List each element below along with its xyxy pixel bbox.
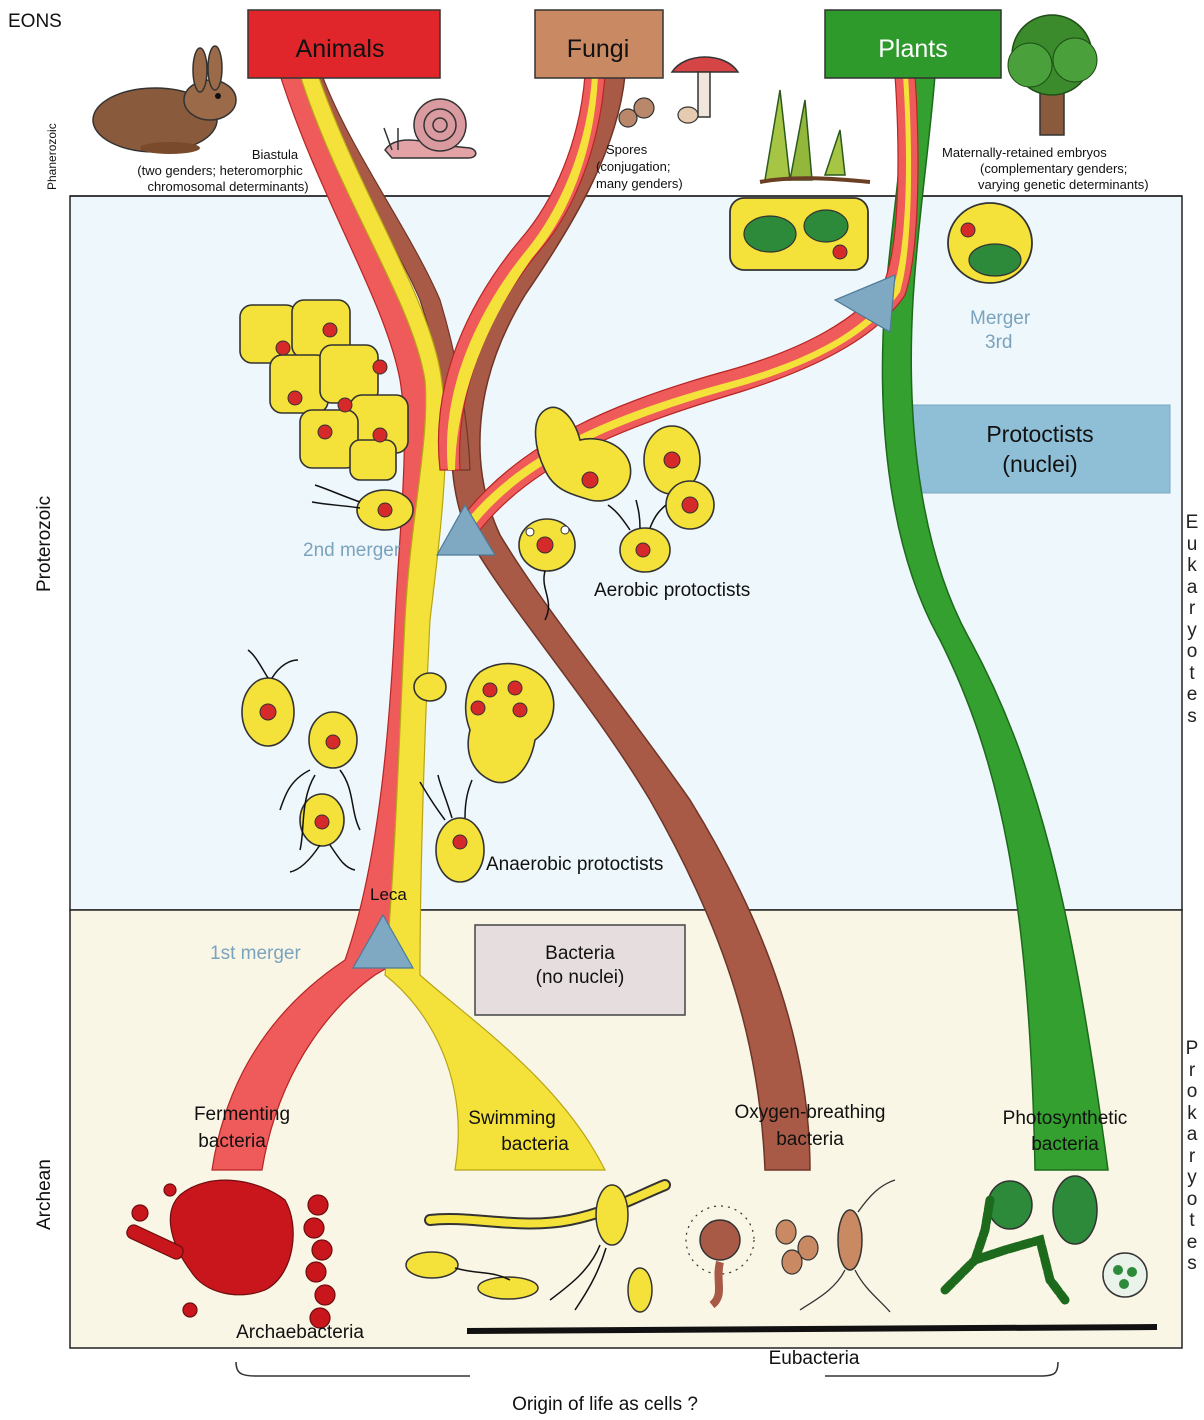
third-merger-label-line1: Merger	[970, 308, 1031, 329]
bacteria-box-line2: (no nuclei)	[536, 967, 625, 988]
eubacteria-bar	[467, 1327, 1157, 1331]
eukaryotes-label: E u k a r y o t e s	[1182, 512, 1202, 727]
protoctists-box-line2: (nuclei)	[1002, 451, 1077, 477]
fungi-note: Spores (conjugation; many genders)	[596, 142, 683, 191]
animals-note-line1: Biastula	[252, 147, 299, 162]
animals-note-line2: (two genders; heteromorphic	[137, 163, 303, 178]
photosynthetic-label-line2: bacteria	[1031, 1134, 1099, 1155]
archaebacteria-label: Archaebacteria	[236, 1322, 364, 1343]
archean-label: Archean	[34, 1159, 55, 1230]
proterozoic-label: Proterozoic	[34, 496, 55, 592]
plants-note-line1: Maternally-retained embryos	[942, 145, 1107, 160]
fungi-title: Fungi	[567, 35, 630, 63]
plants-note: Maternally-retained embryos (complementa…	[942, 145, 1149, 192]
tree-illustration	[1008, 15, 1097, 135]
plants-note-line3: varying genetic determinants)	[978, 177, 1149, 192]
anaerobic-protoctists-label: Anaerobic protoctists	[486, 854, 663, 875]
fungi-note-line3: many genders)	[596, 176, 683, 191]
oxygen-label-line1: Oxygen-breathing	[734, 1102, 885, 1123]
swimming-label-line2: bacteria	[501, 1134, 569, 1155]
animals-note-line3: chromosomal determinants)	[147, 179, 308, 194]
swimming-label-line1: Swimming	[468, 1108, 556, 1129]
oxygen-label-line2: bacteria	[776, 1129, 844, 1150]
aerobic-protoctists-label: Aerobic protoctists	[594, 580, 750, 601]
fermenting-label-line1: Fermenting	[194, 1104, 290, 1125]
fungi-note-line1: Spores	[606, 142, 648, 157]
leca-label: Leca	[370, 885, 407, 904]
fungi-note-line2: (conjugation;	[596, 159, 670, 174]
plants-note-line2: (complementary genders;	[980, 161, 1127, 176]
bacteria-box-line1: Bacteria	[545, 943, 615, 964]
fermenting-label-line2: bacteria	[198, 1131, 266, 1152]
third-merger-label-line2: 3rd	[985, 332, 1012, 353]
rabbit-illustration	[93, 46, 236, 154]
plants-title: Plants	[878, 35, 947, 63]
snail-illustration	[384, 99, 476, 158]
eubacteria-label: Eubacteria	[769, 1348, 860, 1369]
animals-note: Biastula (two genders; heteromorphic chr…	[137, 147, 308, 194]
protoctists-box-line1: Protoctists	[986, 421, 1093, 447]
origin-bracket	[236, 1362, 1058, 1376]
prokaryotes-label: P r o k a r y o t e s	[1182, 1038, 1202, 1275]
first-merger-label: 1st merger	[210, 943, 301, 964]
photosynthetic-label-line1: Photosynthetic	[1003, 1108, 1128, 1129]
grass-illustration	[760, 90, 870, 182]
protoctists-box	[910, 405, 1170, 493]
second-merger-label: 2nd merger	[303, 540, 401, 561]
animals-title: Animals	[296, 35, 385, 63]
eons-label: EONS	[8, 11, 62, 32]
origin-label: Origin of life as cells ?	[512, 1394, 698, 1415]
phanerozoic-label: Phanerozoic	[45, 123, 59, 190]
